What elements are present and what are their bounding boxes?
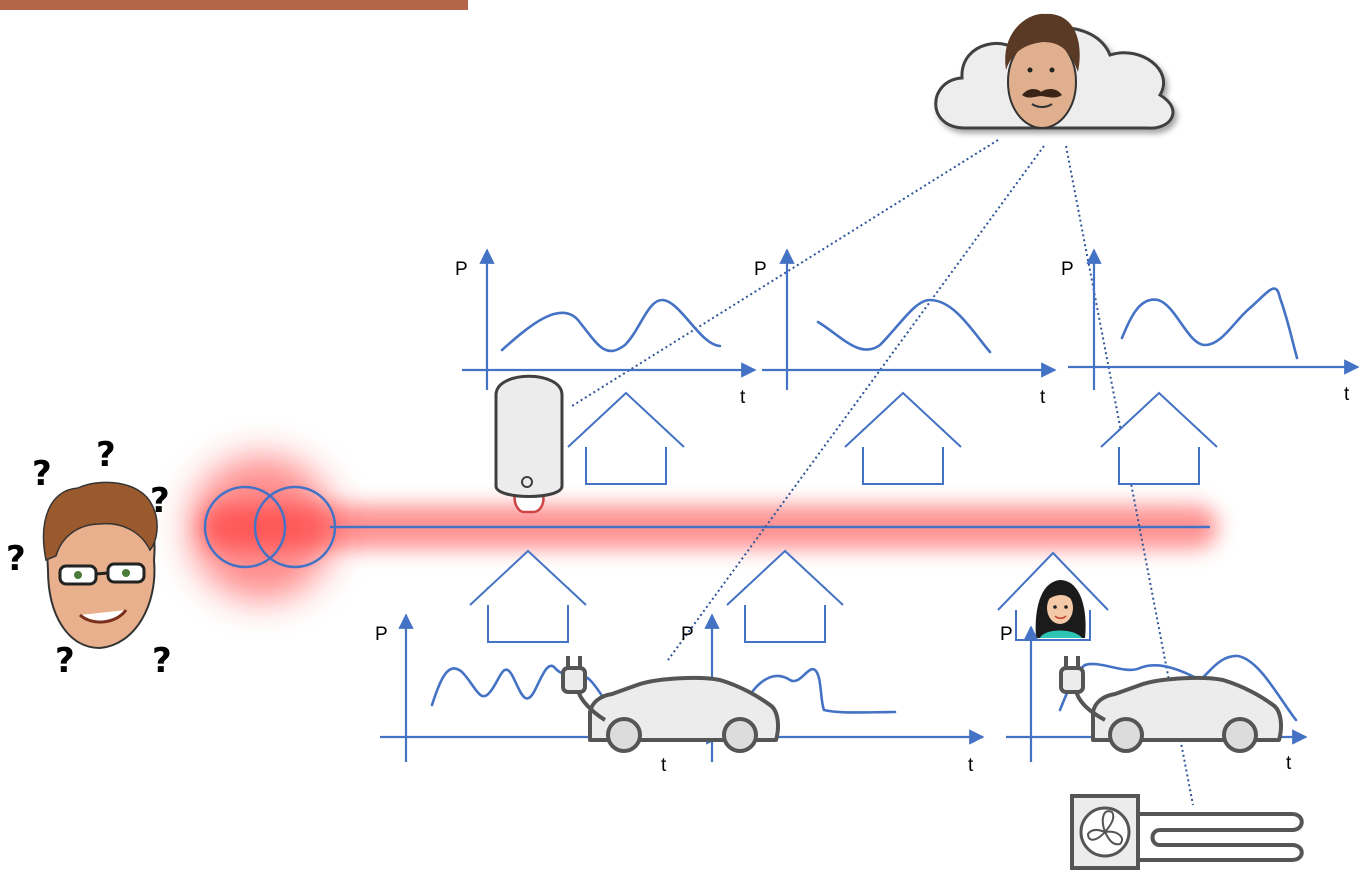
aggregator-face-icon — [1005, 13, 1080, 129]
x-axis-label: t — [1286, 753, 1292, 774]
x-axis-label: t — [740, 387, 746, 408]
house-icon — [844, 391, 962, 485]
y-axis-label: P — [375, 624, 388, 645]
power-curve — [500, 298, 722, 353]
question-mark: ? — [152, 641, 172, 681]
power-curve — [748, 667, 897, 714]
plot-top-3: P t — [1061, 248, 1360, 405]
x-axis-label: t — [968, 755, 974, 776]
woman-resident-icon — [1035, 580, 1086, 638]
house-icon — [469, 549, 587, 643]
confusion-marks: ? ? ? ? ? ? — [6, 435, 172, 681]
power-curve — [1120, 287, 1299, 360]
water-heater-icon — [494, 374, 564, 514]
house-icon — [726, 549, 844, 643]
y-axis-label: P — [681, 624, 694, 645]
y-axis-label: P — [754, 259, 767, 280]
heat-pump-icon — [1070, 794, 1304, 870]
plot-top-1: P t — [455, 248, 757, 408]
house-icon — [567, 391, 685, 485]
y-axis-label: P — [455, 259, 468, 280]
question-mark: ? — [96, 435, 116, 475]
question-mark: ? — [150, 481, 170, 521]
transformer-icon — [203, 485, 337, 569]
question-mark: ? — [32, 454, 52, 494]
x-axis-label: t — [1344, 384, 1350, 405]
plug-icon — [1059, 656, 1085, 694]
x-axis-label: t — [1040, 387, 1046, 408]
y-axis-label: P — [1061, 259, 1074, 280]
house-icon — [1100, 391, 1218, 485]
electric-car-icon — [576, 675, 780, 753]
plug-icon — [561, 656, 587, 694]
top-color-bar — [0, 0, 468, 10]
question-mark: ? — [55, 641, 75, 681]
x-axis-label: t — [661, 755, 667, 776]
electric-car-icon — [1074, 675, 1283, 753]
confused-operator-face-icon — [42, 481, 158, 650]
power-curve — [816, 298, 992, 354]
power-curve — [1058, 654, 1298, 722]
question-mark: ? — [6, 539, 26, 579]
y-axis-label: P — [1000, 624, 1013, 645]
plot-top-2: P t — [754, 248, 1057, 408]
